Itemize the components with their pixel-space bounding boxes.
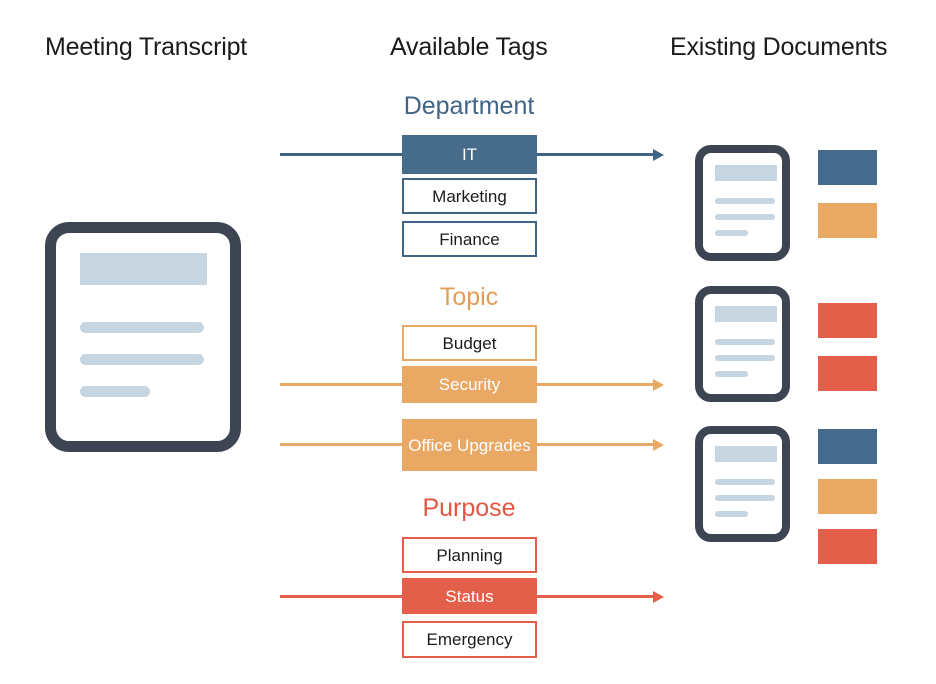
document-text-line bbox=[715, 230, 748, 236]
tag-department-finance[interactable]: Finance bbox=[402, 221, 537, 257]
arrow-line-topic-office-upgrades-left bbox=[280, 443, 404, 446]
document-text-line bbox=[80, 354, 204, 365]
arrow-line-purpose-status-right bbox=[535, 595, 655, 598]
document-tag-chip-purpose bbox=[818, 356, 877, 391]
tag-topic-office-upgrades[interactable]: Office Upgrades bbox=[402, 419, 537, 471]
document-contents bbox=[703, 434, 782, 534]
tag-group-title-topic: Topic bbox=[439, 283, 499, 311]
existing-document-icon bbox=[695, 426, 790, 542]
document-contents bbox=[56, 233, 230, 441]
arrow-line-purpose-status-left bbox=[280, 595, 404, 598]
column-header-transcript: Meeting Transcript bbox=[45, 33, 248, 61]
tag-purpose-status[interactable]: Status bbox=[402, 578, 537, 614]
document-contents bbox=[703, 153, 782, 253]
document-text-line bbox=[715, 479, 775, 485]
arrow-head-topic-office-upgrades bbox=[653, 439, 664, 451]
document-tag-chip-department bbox=[818, 150, 877, 185]
arrow-line-department-it-left bbox=[280, 153, 404, 156]
column-header-documents: Existing Documents bbox=[670, 33, 888, 61]
document-title-block bbox=[80, 253, 207, 285]
document-text-line bbox=[715, 339, 775, 345]
tag-topic-budget[interactable]: Budget bbox=[402, 325, 537, 361]
arrow-head-department-it bbox=[653, 149, 664, 161]
document-tag-chip-department bbox=[818, 429, 877, 464]
document-text-line bbox=[715, 511, 748, 517]
tag-department-it[interactable]: IT bbox=[402, 135, 537, 174]
column-header-tags: Available Tags bbox=[390, 33, 548, 61]
arrow-line-topic-security-left bbox=[280, 383, 404, 386]
tag-purpose-planning[interactable]: Planning bbox=[402, 537, 537, 573]
tag-topic-security[interactable]: Security bbox=[402, 366, 537, 403]
arrow-line-department-it-right bbox=[535, 153, 655, 156]
document-title-block bbox=[715, 446, 777, 462]
existing-document-icon bbox=[695, 286, 790, 402]
document-tag-chip-topic bbox=[818, 203, 877, 238]
document-text-line bbox=[715, 198, 775, 204]
document-text-line bbox=[715, 214, 775, 220]
tag-group-title-department: Department bbox=[403, 92, 535, 120]
arrow-line-topic-office-upgrades-right bbox=[535, 443, 655, 446]
arrow-head-purpose-status bbox=[653, 591, 664, 603]
tag-group-title-purpose: Purpose bbox=[422, 494, 516, 522]
document-text-line bbox=[80, 322, 204, 333]
document-text-line bbox=[80, 386, 150, 397]
document-text-line bbox=[715, 355, 775, 361]
arrow-line-topic-security-right bbox=[535, 383, 655, 386]
document-contents bbox=[703, 294, 782, 394]
document-tag-chip-purpose bbox=[818, 529, 877, 564]
document-title-block bbox=[715, 165, 777, 181]
document-title-block bbox=[715, 306, 777, 322]
meeting-transcript-document-icon bbox=[45, 222, 241, 452]
document-tag-chip-purpose bbox=[818, 303, 877, 338]
document-tag-chip-topic bbox=[818, 479, 877, 514]
document-text-line bbox=[715, 371, 748, 377]
tag-department-marketing[interactable]: Marketing bbox=[402, 178, 537, 214]
document-text-line bbox=[715, 495, 775, 501]
arrow-head-topic-security bbox=[653, 379, 664, 391]
tag-purpose-emergency[interactable]: Emergency bbox=[402, 621, 537, 658]
existing-document-icon bbox=[695, 145, 790, 261]
